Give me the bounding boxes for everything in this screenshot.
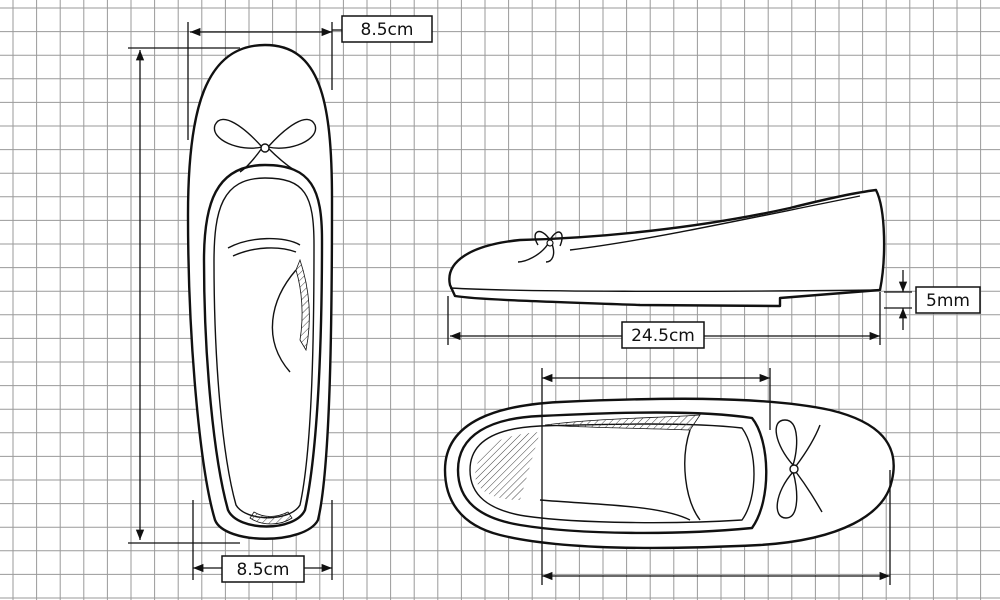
top-view-shoe bbox=[186, 43, 334, 540]
top-width-text: 8.5cm bbox=[361, 20, 414, 40]
label-top-width: 8.5cm bbox=[341, 15, 433, 43]
side-view-shoe bbox=[448, 188, 886, 308]
heel-height-text: 5mm bbox=[926, 291, 970, 311]
bottom-width-text: 8.5cm bbox=[237, 560, 290, 580]
label-heel-height: 5mm bbox=[915, 286, 981, 314]
length-text: 24.5cm bbox=[631, 326, 695, 346]
label-length: 24.5cm bbox=[621, 321, 705, 349]
bottom-view-shoe bbox=[443, 397, 895, 550]
bottom-view-dimensions bbox=[541, 368, 891, 585]
top-view-dimensions bbox=[128, 22, 342, 580]
label-bottom-width: 8.5cm bbox=[221, 555, 305, 583]
